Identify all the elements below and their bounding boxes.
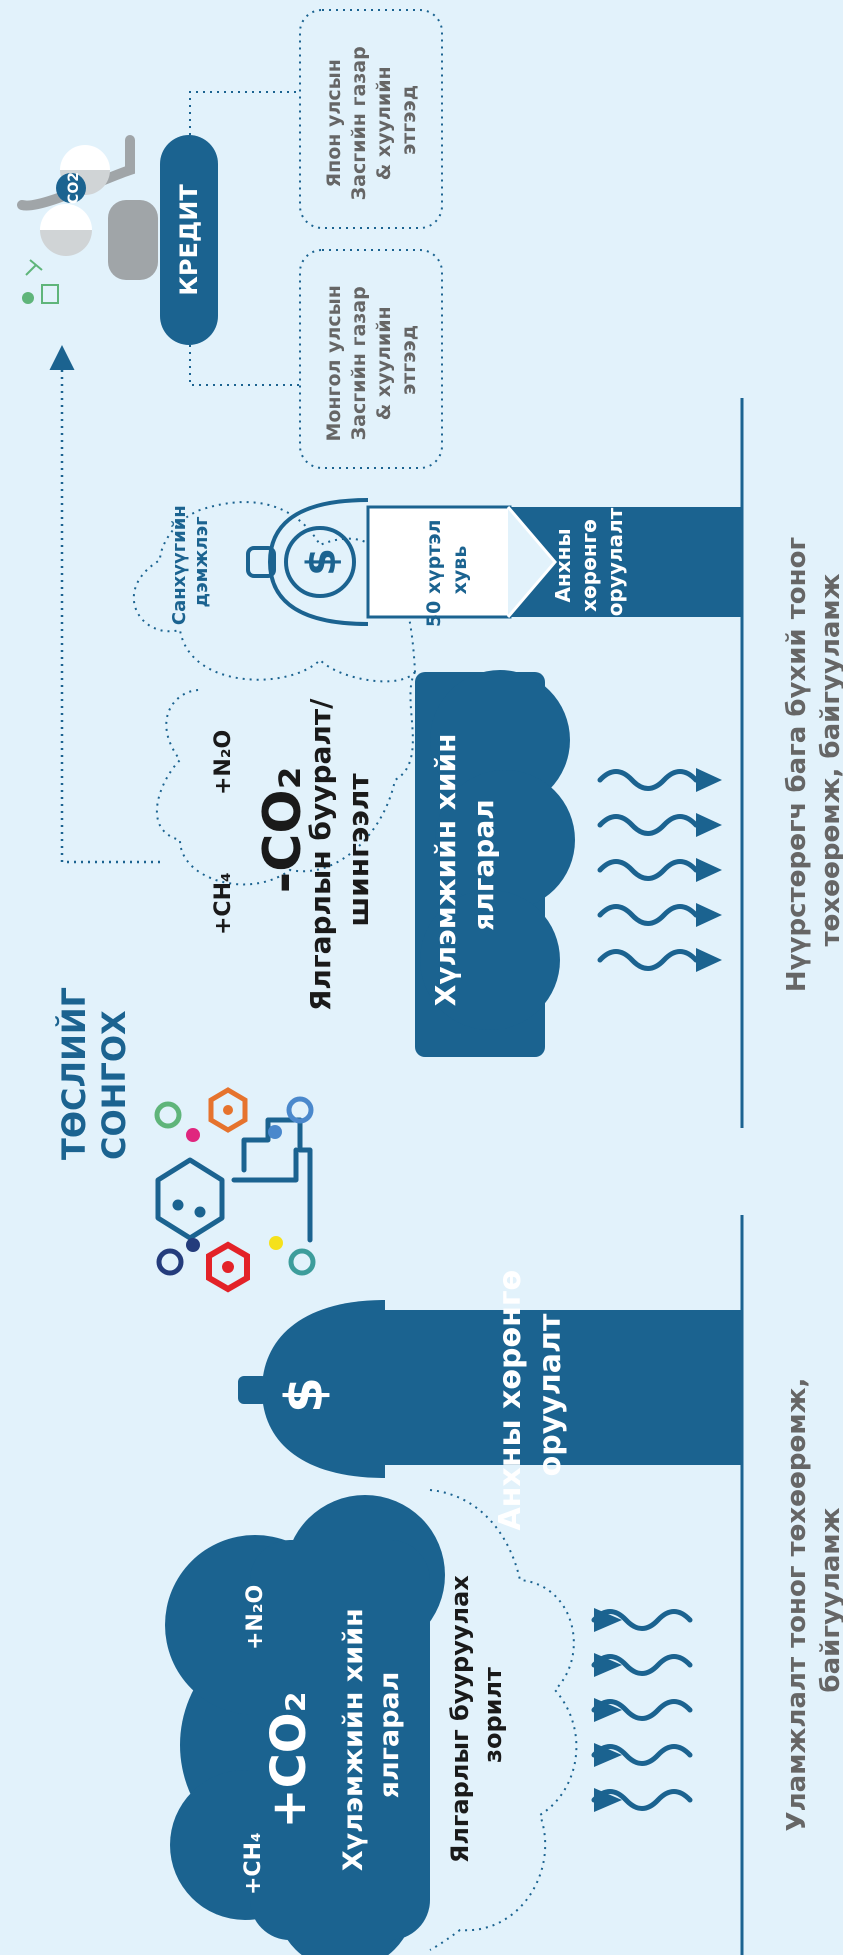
traditional-arrow-heads	[594, 1608, 622, 1812]
low-carbon-emission-cloud	[415, 670, 575, 1057]
orange-hex-option	[208, 1087, 248, 1133]
svg-text:$: $	[275, 1377, 335, 1413]
low-carbon-investment-label: Анхны хөрөнгө оруулалт	[551, 507, 627, 616]
blue-ring-option	[286, 1096, 314, 1124]
traditional-emission-cloud	[165, 1495, 445, 1955]
reduction-cloud-lower	[155, 671, 416, 886]
yellow-dot	[269, 1236, 283, 1250]
credit-connector-japan	[189, 91, 300, 135]
blue-dot	[268, 1125, 282, 1139]
co2-badge	[56, 173, 86, 203]
ch4-reduction-label: +CH₄	[211, 872, 236, 935]
credit-pill	[160, 135, 218, 345]
pink-dot	[186, 1128, 200, 1142]
traditional-section-label: Уламжлалт тоног төхөөрөмж, байгууламж	[782, 1369, 843, 1832]
dollar-icon: $	[299, 548, 345, 576]
credit-label: КРЕДИТ	[175, 184, 203, 296]
support-arrow	[506, 506, 557, 618]
ch4-label: +CH₄	[241, 1832, 266, 1895]
reduction-target-label: Ялгарлыг бууруулах зорилт	[446, 1567, 507, 1863]
japan-party-label: Япон улсын Засгийн газар & хуулийн этгээ…	[323, 40, 420, 201]
traditional-investment-bar	[380, 1310, 742, 1465]
target-cloud-outline	[429, 1489, 578, 1951]
balance-scale-icon: CO2	[17, 135, 158, 304]
japan-party-box	[299, 9, 443, 229]
solar-panel-icon	[41, 284, 59, 304]
reduction-absorption-label: Ялгарлын бууралт/ шингээлт	[304, 689, 375, 1011]
green-ring-option	[154, 1101, 182, 1129]
low-carbon-section-label: Нүүрстөрөгч бага бүхий тоног төхөөрөмж, …	[782, 528, 843, 992]
co2-badge-label: CO2	[66, 172, 82, 204]
credit-connector-mongolia	[189, 345, 300, 386]
option-dots	[154, 1087, 316, 1293]
traditional-investment-label: Анхны хөрөнгө оруулалт	[493, 1259, 568, 1530]
reduction-to-credit-arrow	[49, 345, 160, 864]
navy-dot	[186, 1238, 200, 1252]
money-bag-icon: $	[238, 1300, 385, 1478]
financial-support-label: Санхүүгийн дэмжлэг	[169, 499, 212, 625]
sun-icon	[22, 292, 34, 304]
low-carbon-arrow-heads	[696, 768, 722, 972]
red-hex-option	[206, 1241, 250, 1293]
navy-ring-option	[156, 1248, 184, 1276]
co2-minus-label: -CO₂	[253, 767, 313, 894]
wind-turbine-icon	[25, 259, 43, 276]
support-percent-label: 50 хүртэл хувь	[423, 513, 471, 627]
mongolia-party-label: Монгол улсын Засгийн газар & хуулийн этг…	[323, 278, 420, 441]
person-choosing-icon	[155, 1117, 313, 1243]
low-carbon-emission-arrows	[597, 769, 699, 971]
low-carbon-emission-label: Хүлэмжийн хийн ялгарал	[429, 724, 500, 1006]
traditional-emission-arrows	[591, 1609, 693, 1811]
teal-ring-option	[288, 1248, 316, 1276]
money-bag-outline-icon	[246, 498, 369, 626]
co2-plus-label: +CO₂	[261, 1691, 317, 1828]
mongolia-party-box	[299, 249, 443, 469]
traditional-emission-label: Хүлэмжийн хийн ялгарал	[338, 1599, 405, 1871]
n2o-reduction-label: +N₂O	[211, 730, 236, 795]
choose-option-title: ТӨСЛИЙГ СОНГОХ	[55, 976, 133, 1160]
n2o-label: +N₂O	[243, 1585, 268, 1650]
